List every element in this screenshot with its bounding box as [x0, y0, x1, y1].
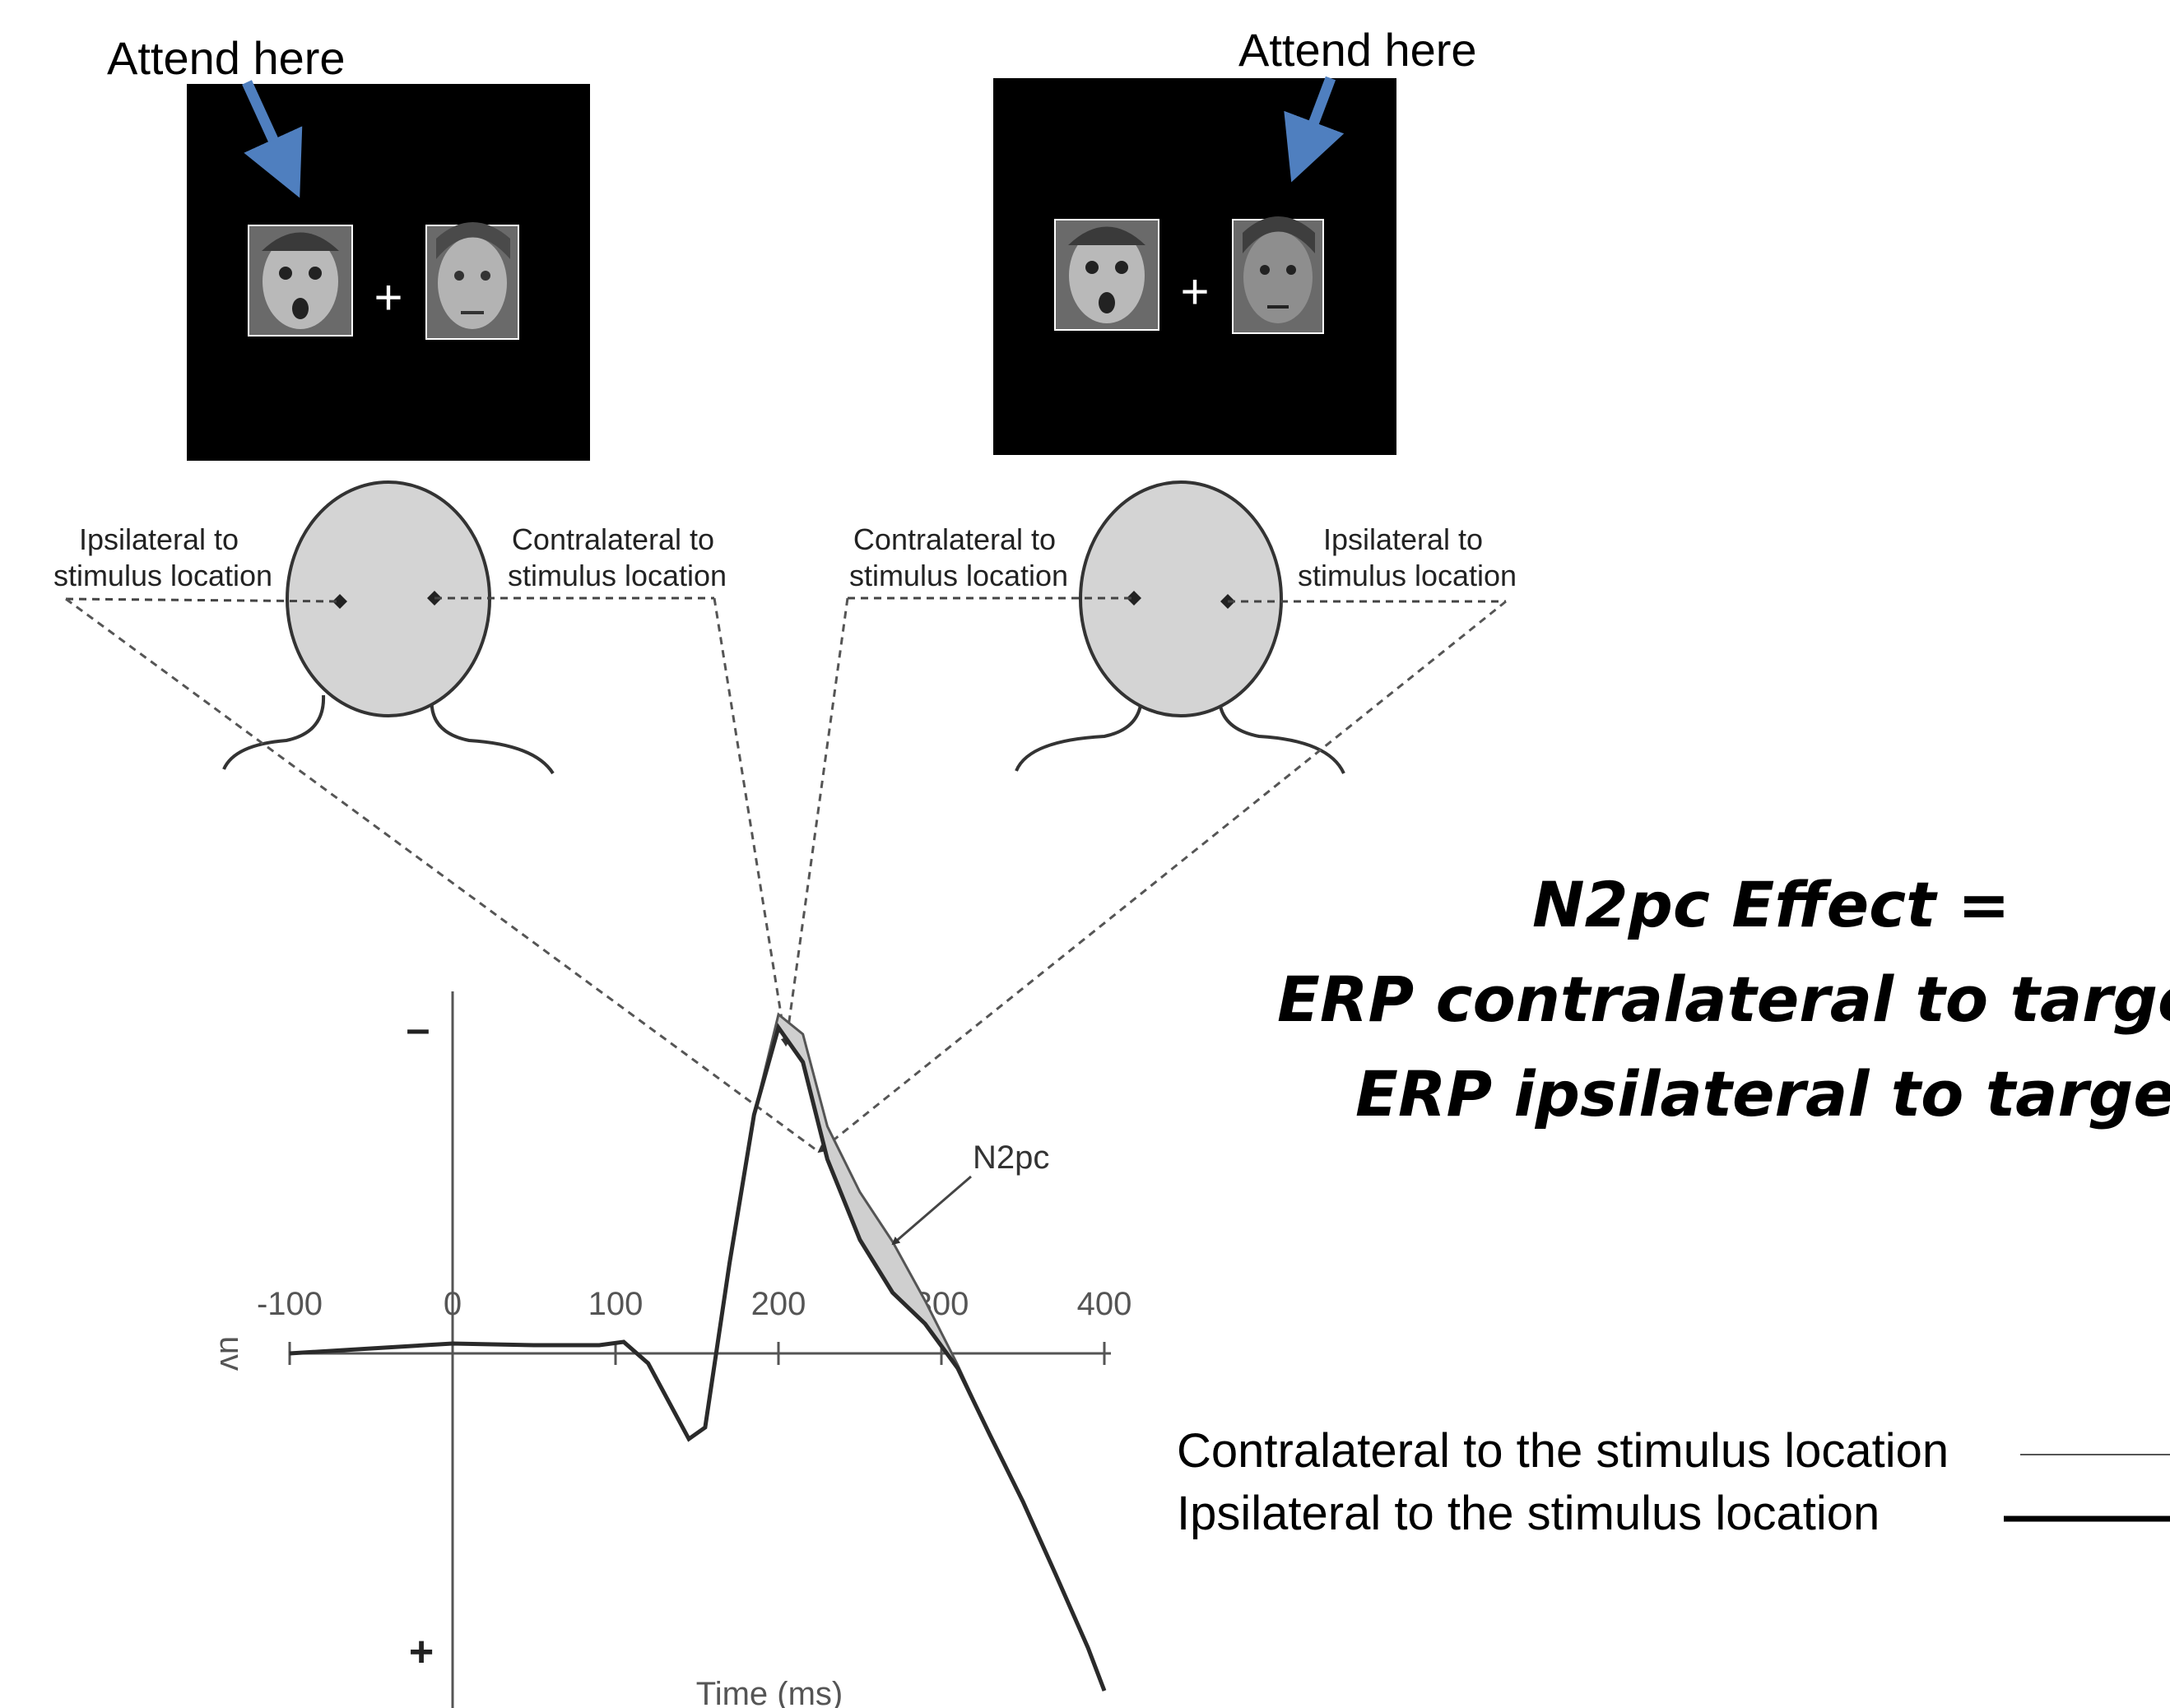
n2pc-annotation: N2pc — [973, 1139, 1049, 1176]
face-fearful-icon — [248, 225, 353, 336]
face-neutral-icon — [1232, 216, 1324, 334]
electrode-ipsi — [332, 594, 347, 609]
x-tick-label: 100 — [588, 1286, 644, 1322]
legend-label-ipsilateral: Ipsilateral to the stimulus location — [1177, 1487, 1880, 1540]
equation-line-1: N2pc Effect = — [1532, 868, 2010, 941]
x-tick-label: 0 — [444, 1286, 462, 1322]
shoulder-outline — [1015, 690, 1144, 772]
face-neutral-icon — [425, 222, 519, 340]
ipsilateral-label: Ipsilateral to stimulus location — [53, 522, 272, 592]
legend-label-contralateral: Contralateral to the stimulus location — [1177, 1424, 1949, 1478]
ipsilateral-label: Ipsilateral to stimulus location — [1298, 522, 1517, 592]
shoulder-outline — [222, 694, 326, 770]
connector-line — [713, 597, 789, 1047]
head-diagram-left: Ipsilateral to stimulus location Contral… — [53, 480, 727, 775]
stimulus-panel-left: Attend here + — [107, 32, 590, 461]
electrode-contra — [1127, 591, 1141, 606]
face-fearful-icon — [1054, 219, 1159, 331]
head-outline — [286, 480, 491, 717]
n2pc-pointer-icon — [891, 1175, 972, 1246]
shoulder-outline — [430, 694, 555, 775]
attend-arrow-left-icon — [242, 80, 303, 198]
x-axis-label: Time (ms) — [696, 1676, 843, 1708]
series-line-ipsilateral — [289, 1023, 1107, 1692]
x-tick-label: 400 — [1077, 1286, 1132, 1322]
x-tick-label: -100 — [257, 1286, 323, 1322]
fixation-cross-icon: + — [1180, 264, 1209, 319]
y-axis-label: uv — [213, 1336, 249, 1371]
fixation-cross-icon: + — [374, 270, 402, 325]
head-diagram-right: Contralateral to stimulus location Ipsil… — [848, 480, 1517, 774]
negative-sign: – — [407, 1005, 430, 1053]
shoulder-outline — [1217, 690, 1345, 774]
equation-line-2: ERP contralateral to target — [1277, 963, 2170, 1036]
dashed-leader — [65, 597, 341, 603]
connector-line — [783, 597, 849, 1047]
equation-line-3: ERP ipsilateral to target — [1355, 1057, 2170, 1130]
electrode-connectors — [65, 597, 1507, 1153]
attend-label-right: Attend here — [1238, 24, 1477, 76]
connector-line — [65, 597, 820, 1153]
attend-arrow-right-icon — [1284, 76, 1345, 183]
head-outline — [1079, 480, 1283, 717]
stimulus-panel-right: Attend here + — [993, 24, 1477, 455]
contralateral-label: Contralateral to stimulus location — [849, 522, 1068, 592]
connector-line — [817, 600, 1507, 1153]
attend-label-left: Attend here — [107, 32, 346, 84]
contralateral-label: Contralateral to stimulus location — [508, 522, 727, 592]
x-tick-label: 200 — [751, 1286, 806, 1322]
positive-sign: + — [409, 1628, 434, 1676]
